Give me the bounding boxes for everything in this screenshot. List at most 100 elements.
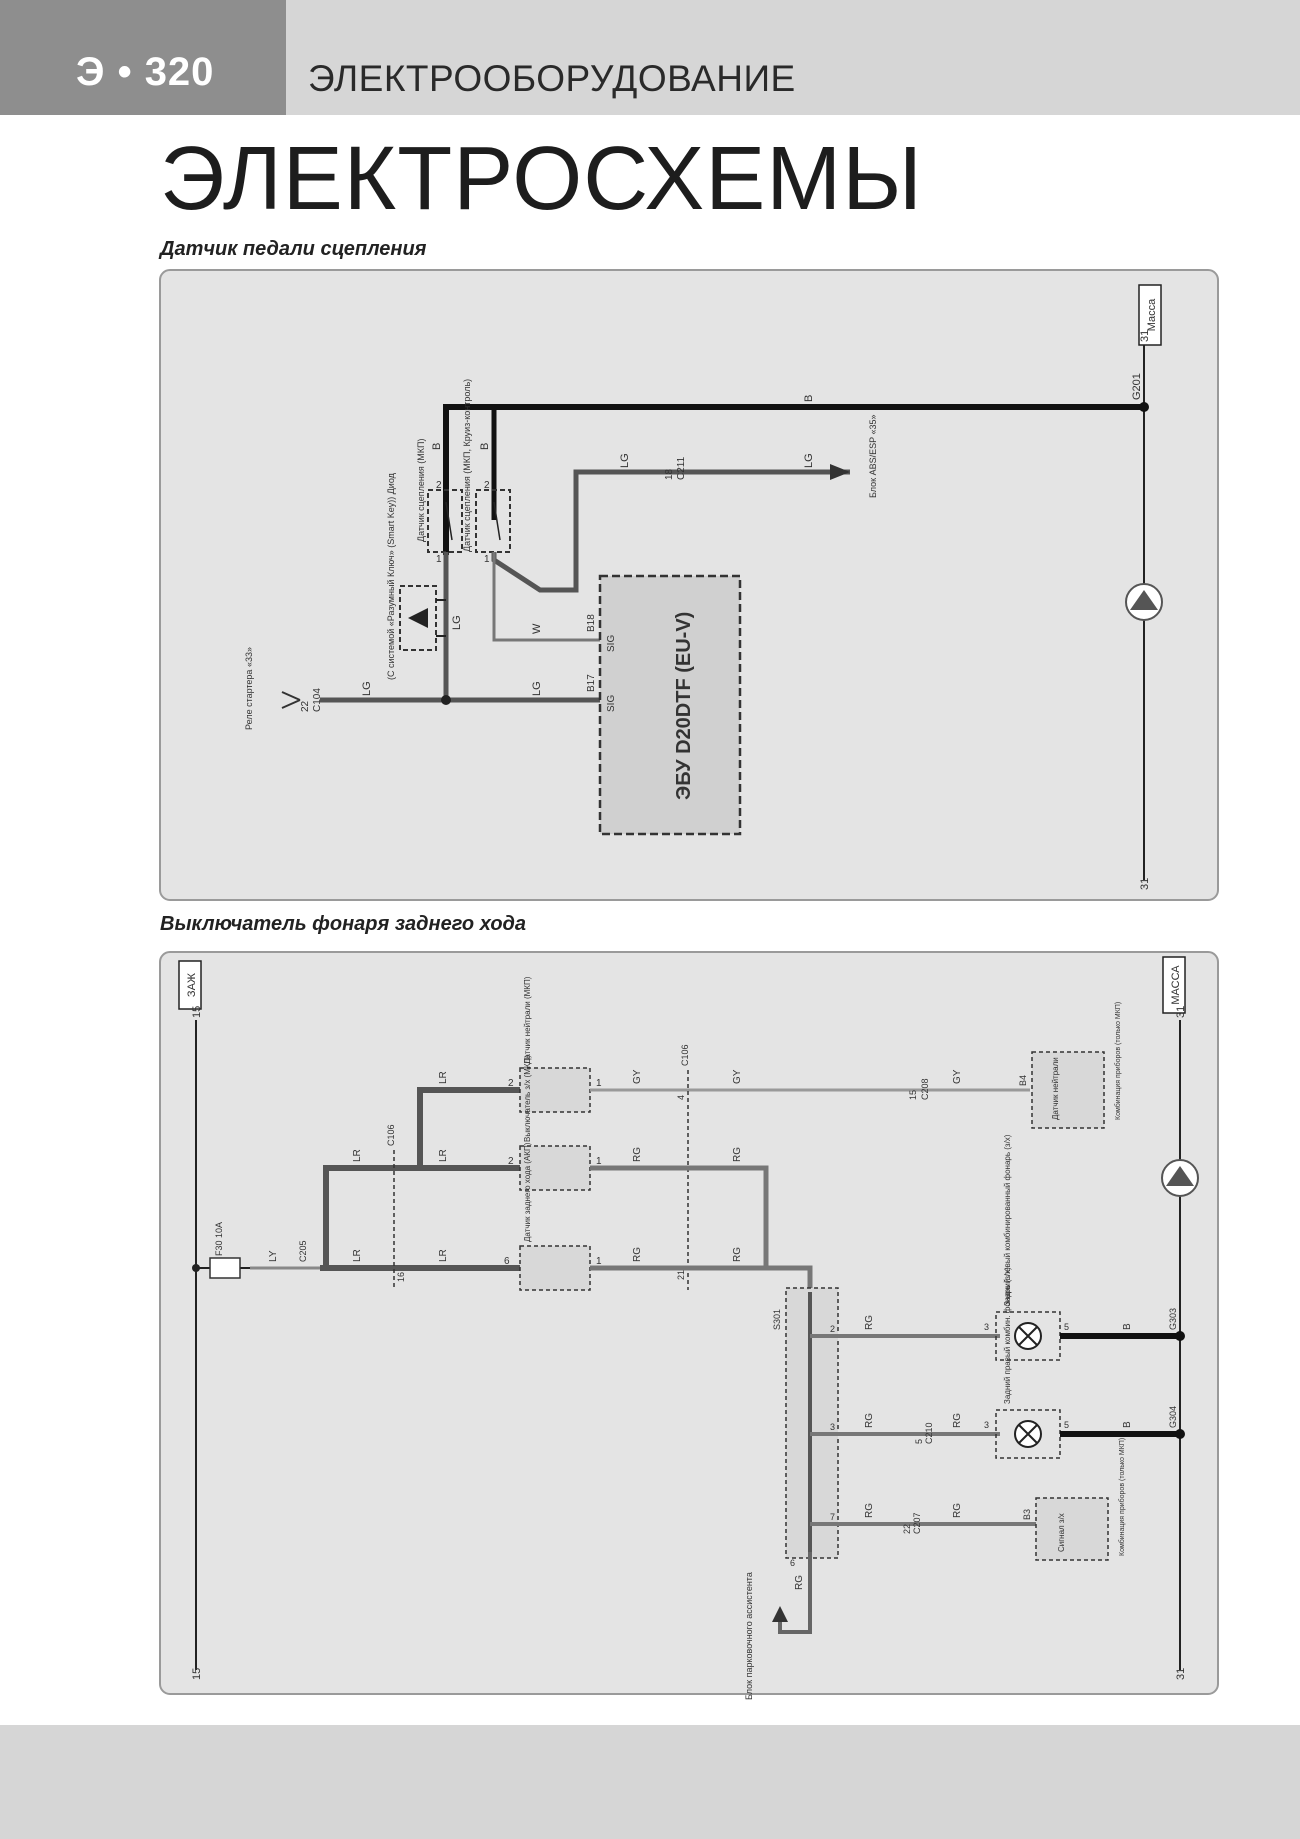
pin-15: 15 (908, 1090, 918, 1100)
ground-tag-b: МАССА (1162, 956, 1186, 1014)
label-rg-1: RG (632, 1147, 643, 1162)
pin-s2: 2 (830, 1324, 835, 1334)
pin-2-b: 2 (484, 480, 490, 491)
signal-rev-block (1035, 1497, 1109, 1561)
pin-s7: 7 (830, 1512, 835, 1522)
label-rg-9: RG (952, 1503, 963, 1518)
label-lamp-left: Задний левый комбинированный фонарь (з/х… (1003, 1134, 1012, 1306)
label-lr-5: LR (352, 1249, 363, 1262)
label-lr-1: LR (352, 1149, 363, 1162)
reverse-sensor-akpp-block (519, 1245, 591, 1291)
label-lr-2: LR (438, 1149, 449, 1162)
label-ly: LY (268, 1250, 279, 1262)
pin-4: 4 (676, 1095, 686, 1100)
label-g304: G304 (1168, 1406, 1178, 1428)
label-rg-4: RG (732, 1247, 743, 1262)
arrow-parking-icon (772, 1606, 788, 1622)
label-sensor-mkpp: Датчик сцепления (МКП) (416, 439, 426, 542)
rail-31-bottom-b: 31 (1175, 1668, 1187, 1680)
diagram1-caption: Датчик педали сцепления (160, 238, 427, 260)
label-b17: B17 (586, 674, 597, 692)
label-b4: B4 (1018, 1075, 1028, 1086)
label-b18: B18 (586, 614, 597, 632)
label-c106-a: C106 (386, 1124, 396, 1146)
label-starter: Реле стартера «33» (244, 647, 254, 730)
ground-symbol-icon (1125, 583, 1163, 621)
label-rev-sensor: Датчик заднего хода (АКП) (523, 1142, 532, 1242)
label-lg-5: LG (451, 615, 463, 630)
pin-l3: 3 (984, 1322, 989, 1332)
lamp-right-icon (1014, 1420, 1042, 1448)
label-wire-b-3: B (479, 443, 491, 450)
wire-w (492, 552, 600, 642)
page-number: Э • 320 (76, 50, 215, 94)
svg-text:МАССА: МАССА (1170, 965, 1182, 1005)
label-rg-6: RG (864, 1413, 875, 1428)
label-wire-b-2: B (431, 443, 443, 450)
label-neutral-sensor: Датчик нейтрали (МКП) (523, 976, 532, 1064)
pin-1-b: 1 (484, 554, 490, 565)
label-s301: S301 (772, 1309, 782, 1330)
ign-tag: ЗАЖ (178, 960, 202, 1010)
label-gy-1: GY (632, 1069, 643, 1084)
label-c208: C208 (920, 1078, 930, 1100)
rail-15-top: 15 (191, 1006, 203, 1018)
pin-rs-2: 2 (508, 1156, 514, 1167)
section-title: ЭЛЕКТРООБОРУДОВАНИЕ (308, 58, 796, 99)
wire-lr (320, 1087, 520, 1271)
diagram2-caption: Выключатель фонаря заднего хода (160, 913, 527, 935)
label-c104: C104 (312, 688, 323, 712)
pin-l5: 5 (1064, 1322, 1069, 1332)
pin-ns-2: 2 (508, 1078, 514, 1089)
rail-31-top: 31 (1139, 330, 1151, 342)
pin-ra-1: 1 (596, 1256, 602, 1267)
label-pin22: 22 (300, 700, 311, 712)
label-sensor-cruise: Датчик сцепления (МКП, Круиз-контроль) (462, 379, 472, 552)
label-g201: G201 (1131, 373, 1143, 400)
label-sig-2: SIG (606, 695, 617, 712)
label-abs: Блок ABS/ESP «35» (868, 415, 878, 498)
label-lg-4: LG (531, 681, 543, 696)
wire-lg-starter (320, 552, 600, 703)
wire-rg-main (590, 1165, 813, 1292)
pin-21: 21 (676, 1270, 686, 1280)
pin-r5: 5 (1064, 1420, 1069, 1430)
pin-1-a: 1 (436, 554, 442, 565)
lamp-left-icon (1014, 1322, 1042, 1350)
label-cluster-note-1: Комбинация приборов (только МКП) (1114, 1002, 1122, 1120)
label-rg-7: RG (952, 1413, 963, 1428)
label-diode: (С системой «Разумный Ключ» (Smart Key))… (386, 472, 396, 680)
pin-16: 16 (396, 1272, 406, 1282)
diagram2-panel (159, 951, 1219, 1695)
svg-text:Масса: Масса (1146, 298, 1158, 331)
diagram1-clutch-pedal-sensor: Масса 31 31 G201 B B B Датчик сцепления … (159, 269, 1219, 901)
wire-b-ground (1060, 1333, 1180, 1437)
label-rg-8: RG (864, 1503, 875, 1518)
label-c210: C210 (924, 1422, 934, 1444)
label-lamp-right: Задний правый комбин. фонарь (з/х) (1003, 1267, 1012, 1404)
pin-2-a: 2 (436, 480, 442, 491)
label-g303: G303 (1168, 1308, 1178, 1330)
cluster-neutral-block (1031, 1051, 1105, 1129)
splice-g201 (1139, 402, 1149, 412)
page-title: ЭЛЕКТРОСХЕМЫ (160, 129, 923, 229)
pin-rs-1: 1 (596, 1156, 602, 1167)
label-wire-b: B (803, 395, 815, 402)
diagram2-reverse-light-switch: ЗАЖ МАССА 15 15 31 31 F30 10A LY C205 LR… (159, 951, 1219, 1700)
label-lg-3: LG (361, 681, 373, 696)
ground-symbol-icon-b (1161, 1159, 1199, 1197)
pin-5: 5 (914, 1439, 924, 1444)
label-parking: Блок парковочного ассистента (744, 1572, 754, 1700)
header-section-block (286, 0, 1300, 115)
rail-31-bottom: 31 (1139, 878, 1151, 890)
label-rg-10: RG (794, 1575, 805, 1590)
wire-rg-branches (810, 1334, 1036, 1526)
diode-block (399, 585, 437, 651)
label-c211: C211 (676, 456, 687, 480)
label-fuse: F30 10A (214, 1222, 224, 1256)
label-c106-b: C106 (680, 1044, 690, 1066)
label-c205: C205 (298, 1240, 308, 1262)
wire-rg-parking (778, 1552, 812, 1634)
label-sig-1: SIG (606, 635, 617, 652)
splice-lg (441, 695, 451, 705)
